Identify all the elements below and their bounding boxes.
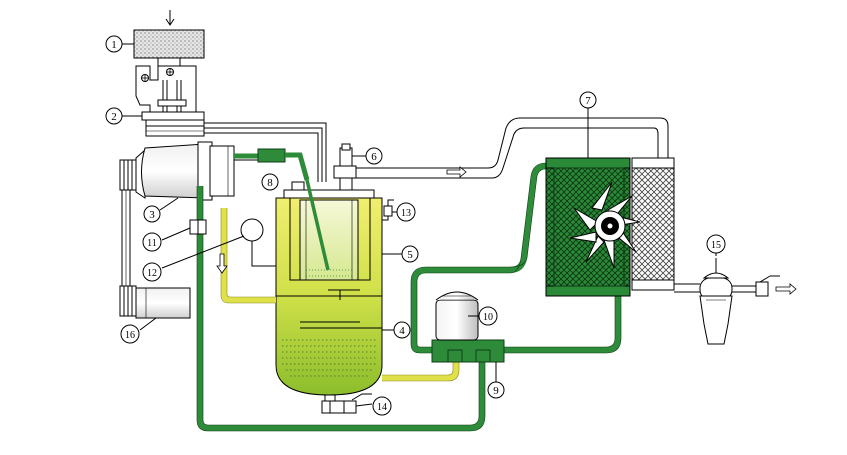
callout-9: 9 — [487, 381, 505, 399]
callout-label-16: 16 — [125, 330, 135, 341]
callout-label-8: 8 — [267, 177, 273, 189]
callout-label-9: 9 — [493, 385, 499, 397]
callout-12: 12 — [142, 262, 162, 282]
min-pressure-valve — [333, 143, 357, 195]
fan-icon — [569, 181, 641, 269]
air-filter — [133, 29, 205, 59]
callout-label-7: 7 — [585, 95, 591, 107]
thermostatic-valve — [189, 219, 207, 235]
tank-to-filter-outline — [382, 352, 460, 382]
callout-4: 4 — [393, 321, 411, 339]
callout-2: 2 — [105, 107, 123, 125]
callout-label-6: 6 — [371, 151, 377, 163]
callout-label-14: 14 — [377, 402, 387, 413]
callout-label-4: 4 — [399, 325, 405, 337]
callout-label-2: 2 — [111, 111, 117, 123]
separator-tank — [275, 181, 383, 402]
intake-valve — [135, 57, 205, 137]
outlet-arrow-icon — [446, 166, 467, 178]
oil-filter-base — [431, 339, 505, 363]
oil-circulation-outline — [196, 186, 486, 432]
drain-valve — [321, 393, 372, 414]
tank-to-filter-line — [382, 352, 459, 381]
callout-label-3: 3 — [149, 209, 155, 221]
callout-10: 10 — [478, 306, 498, 326]
oil-circulation-line — [197, 186, 485, 431]
final-outlet-arrow-icon — [775, 283, 797, 295]
callout-6: 6 — [365, 147, 383, 165]
oil-arrow-icon — [216, 253, 228, 274]
label-leaders — [122, 43, 717, 407]
callout-7: 7 — [579, 91, 597, 109]
callout-label-1: 1 — [111, 39, 117, 51]
motor — [119, 148, 191, 319]
air-outlet-to-separator — [674, 283, 700, 293]
callout-3: 3 — [143, 205, 161, 223]
callout-label-5: 5 — [407, 249, 413, 261]
callout-label-11: 11 — [147, 238, 157, 249]
cooler-outlet-line — [504, 296, 621, 353]
pressure-gauge — [240, 218, 276, 267]
callout-label-10: 10 — [483, 312, 493, 323]
oil-filter — [435, 291, 479, 341]
cooler-return-line — [411, 163, 548, 353]
cooler-return-outline — [410, 162, 547, 354]
callout-label-12: 12 — [147, 268, 157, 279]
compressor-airend — [141, 141, 235, 201]
callout-8: 8 — [261, 173, 279, 191]
air-cooler — [631, 157, 675, 291]
check-valve — [234, 148, 310, 181]
callout-14: 14 — [372, 396, 392, 416]
callout-label-15: 15 — [711, 240, 721, 251]
callout-15: 15 — [706, 234, 726, 254]
callout-13: 13 — [396, 202, 416, 222]
callout-16: 16 — [120, 324, 140, 344]
callout-label-13: 13 — [401, 208, 411, 219]
callout-1: 1 — [105, 35, 123, 53]
callout-5: 5 — [401, 245, 419, 263]
oil-feed-line — [221, 208, 276, 303]
cooler-outlet-outline — [504, 296, 622, 354]
air-outlet-pipe — [356, 117, 669, 179]
intake-arrow-icon — [165, 10, 175, 26]
water-separator — [699, 258, 780, 345]
oil-return-line — [305, 179, 330, 271]
oil-feed-line-outline — [220, 208, 276, 304]
safety-valve — [382, 199, 398, 221]
callout-11: 11 — [142, 232, 162, 252]
control-line — [204, 122, 327, 182]
